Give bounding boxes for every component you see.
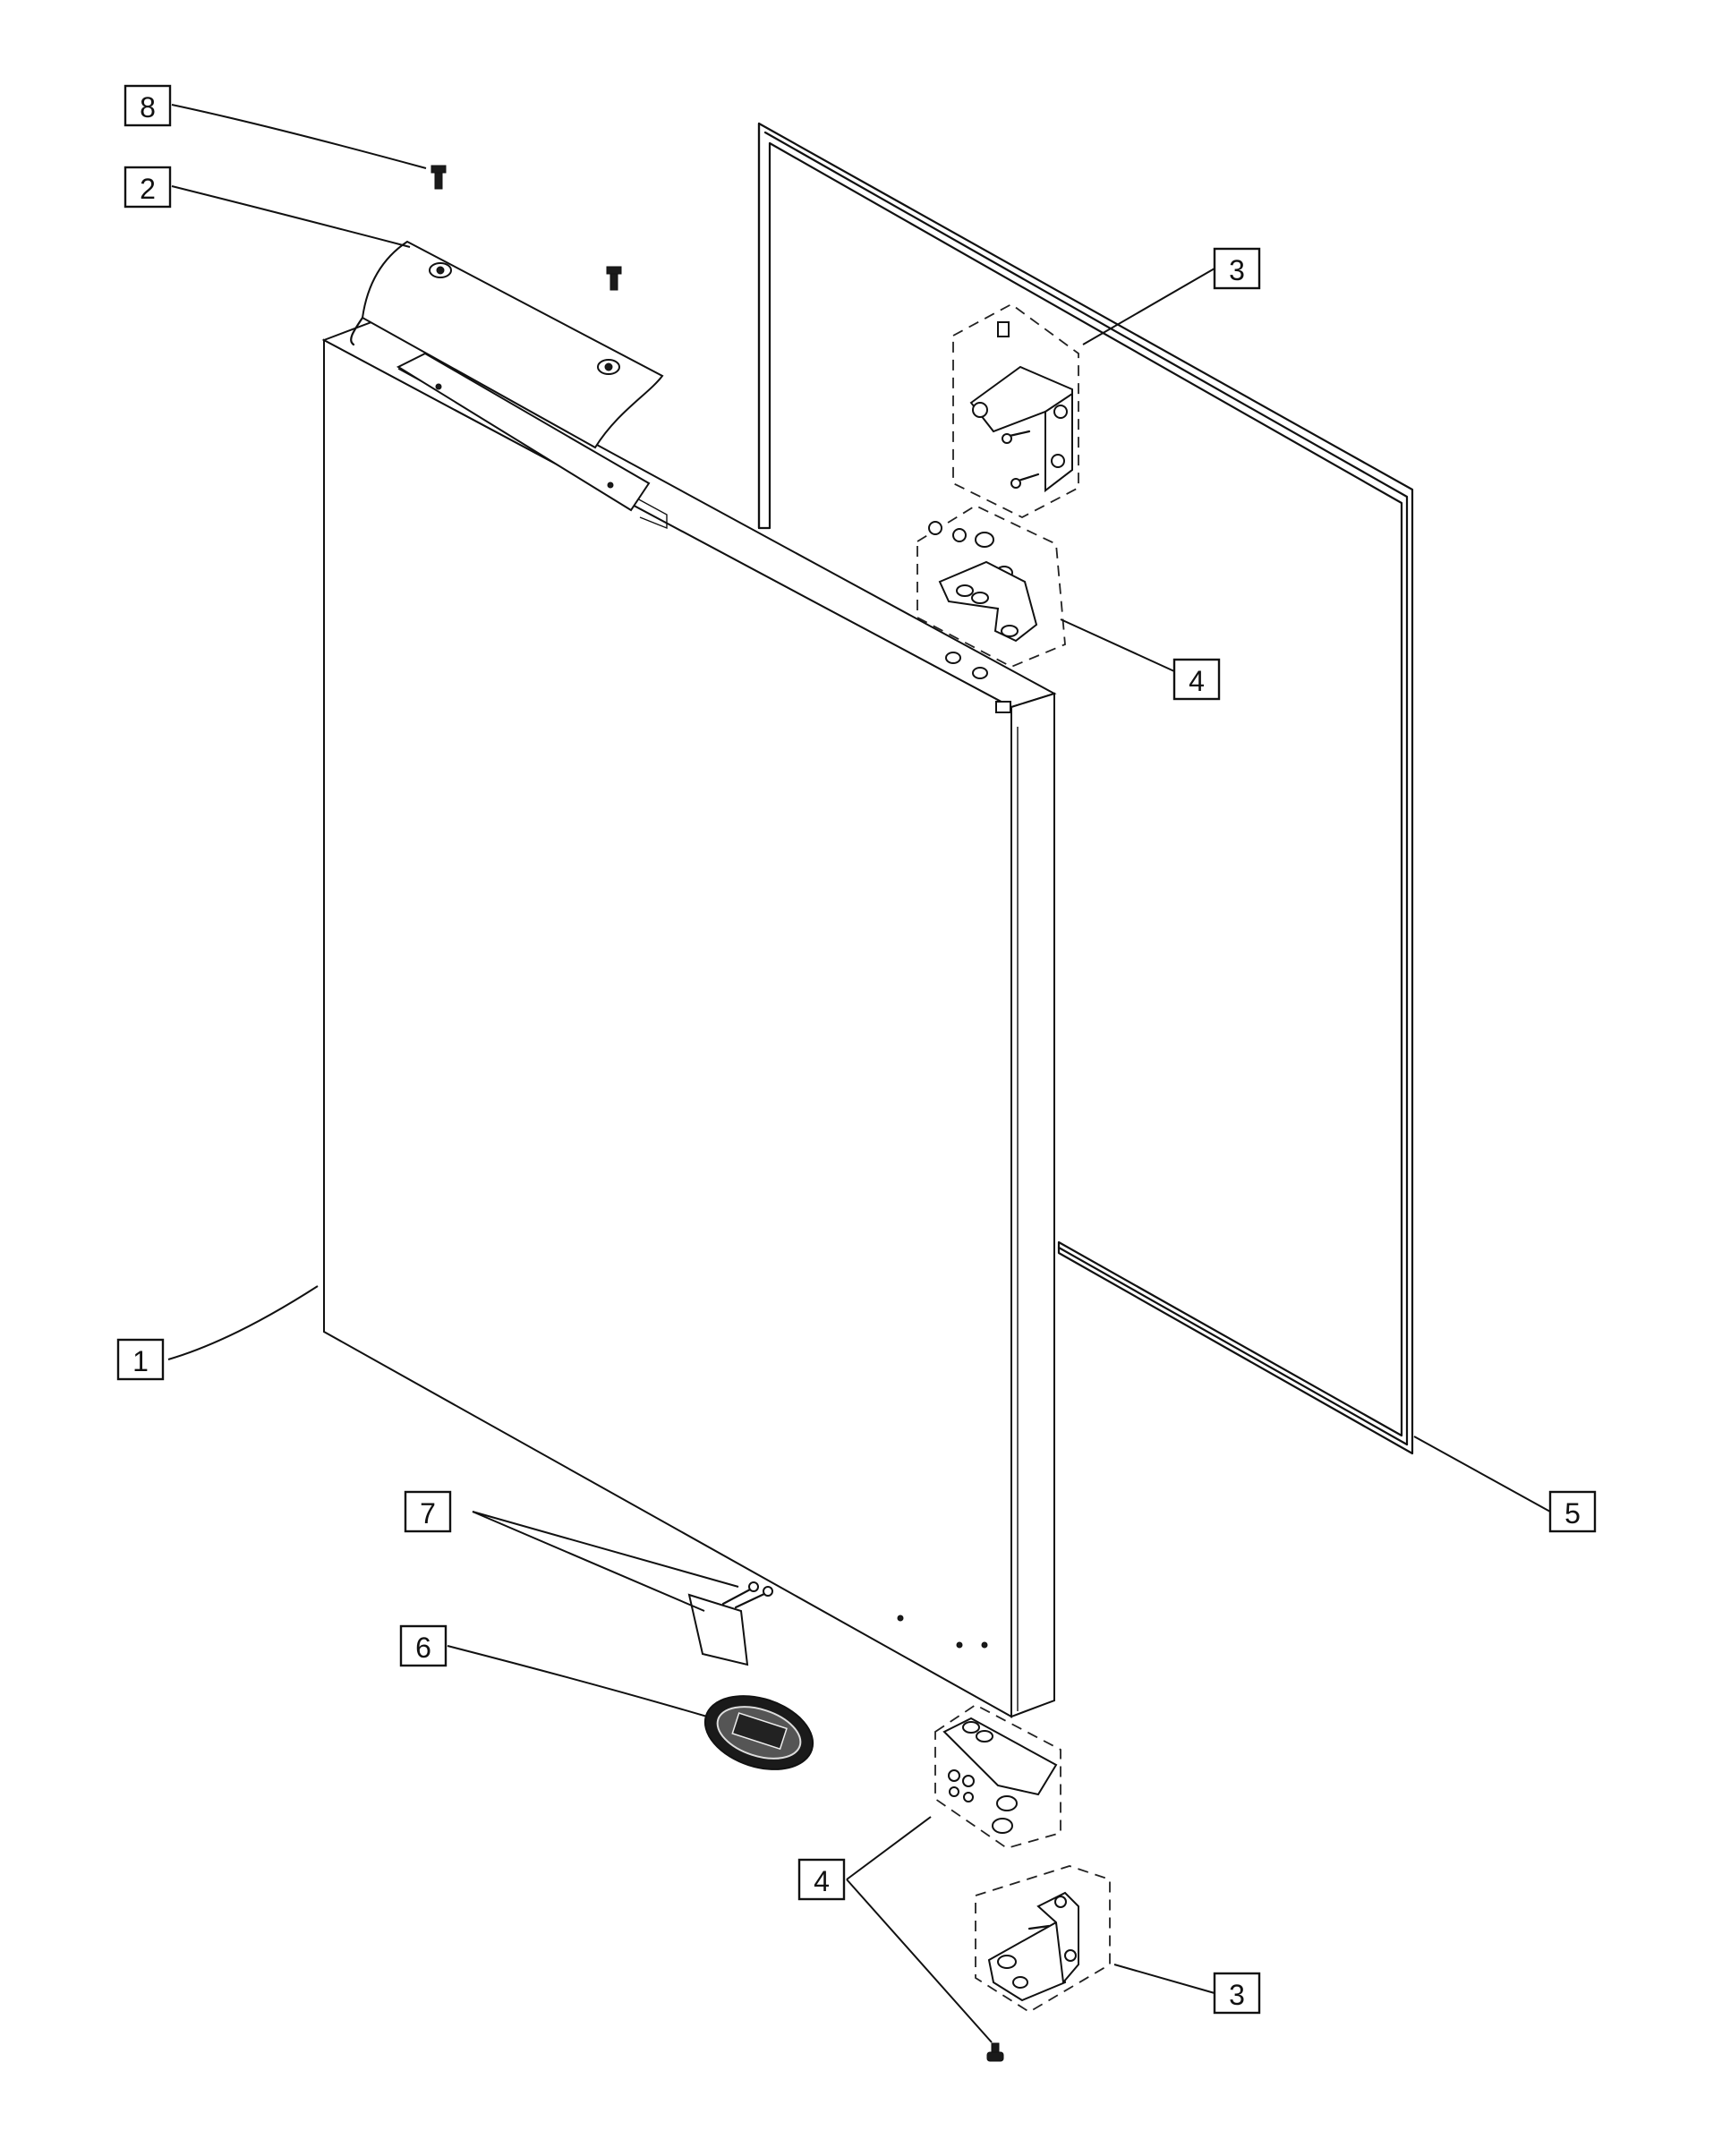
callout-label-1: 1: [132, 1345, 149, 1377]
latch-clip: [687, 1581, 773, 1666]
callout-label-4-upper: 4: [1189, 665, 1205, 697]
top-hinge-cover: [350, 240, 664, 512]
callout-6: 6: [399, 1624, 448, 1667]
lower-hinge-assembly: [975, 1865, 1111, 2014]
callout-3-upper: 3: [1213, 247, 1261, 290]
callout-3-lower: 3: [1213, 1972, 1261, 2015]
callout-label-3-upper: 3: [1229, 254, 1245, 286]
screw-icon: [986, 2042, 1004, 2062]
callout-1: 1: [116, 1338, 165, 1381]
callout-2: 2: [124, 166, 172, 209]
callout-label-2: 2: [140, 173, 156, 205]
screw-icon: [606, 266, 622, 291]
lower-hinge-plate-kit: [934, 1703, 1061, 1849]
callout-8: 8: [124, 84, 172, 127]
upper-hinge-assembly: [952, 303, 1079, 519]
callout-label-4-lower: 4: [814, 1865, 830, 1897]
callout-4-upper: 4: [1172, 658, 1221, 701]
callout-label-6: 6: [415, 1632, 431, 1664]
leader-lines: [167, 104, 1551, 2043]
callout-4-lower: 4: [797, 1858, 846, 1901]
callout-label-8: 8: [140, 91, 156, 124]
callout-5: 5: [1548, 1490, 1597, 1533]
door-gasket: [757, 122, 1414, 1455]
screw-icon: [430, 165, 447, 190]
callout-label-5: 5: [1564, 1497, 1581, 1530]
callout-label-3-lower: 3: [1229, 1979, 1245, 2011]
callout-label-7: 7: [420, 1497, 436, 1530]
upper-hinge-plate-kit: [916, 504, 1066, 668]
logo-badge: [703, 1695, 814, 1770]
callout-7: 7: [404, 1490, 452, 1533]
